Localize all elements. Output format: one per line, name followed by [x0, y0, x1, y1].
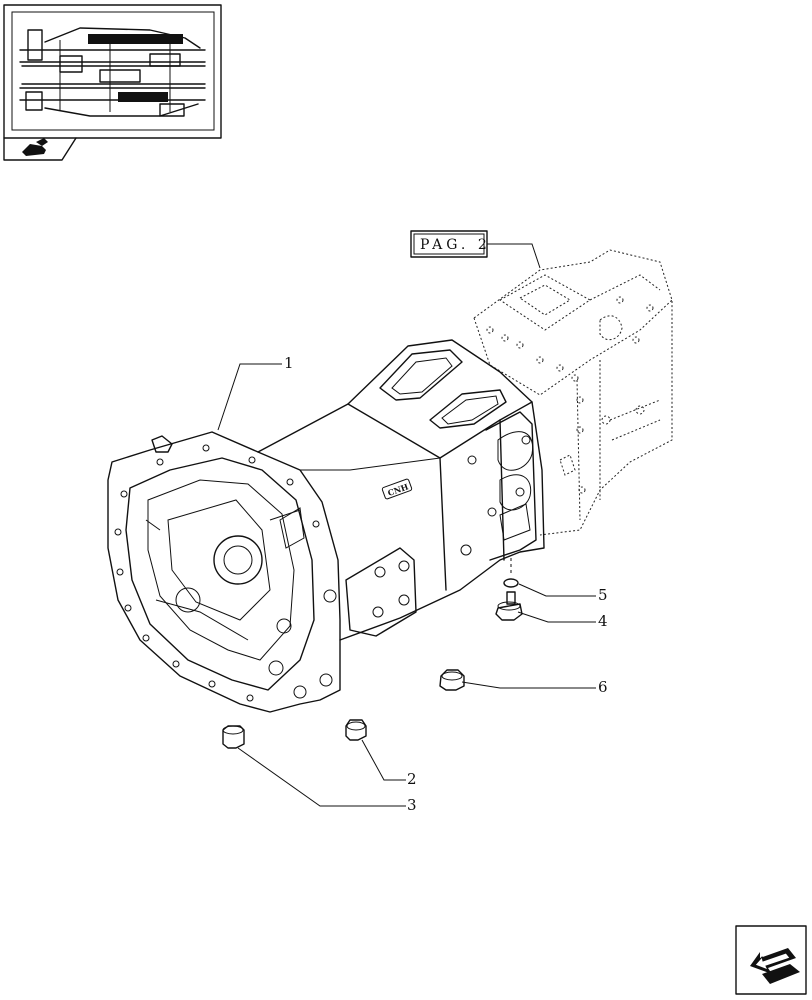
- callout-2: 2: [407, 770, 417, 788]
- part-2-plug[interactable]: [345, 719, 367, 741]
- part-5-oring[interactable]: [503, 558, 519, 588]
- callout-1: 1: [284, 354, 294, 372]
- adjacent-housing-outline: [473, 249, 673, 536]
- cnh-marking-text: CNH: [386, 481, 410, 498]
- part-6-cap[interactable]: [439, 669, 465, 691]
- flange-bolt-holes: [114, 444, 320, 702]
- callout-5: 5: [598, 586, 608, 604]
- transmission-section-thumbnail-icon[interactable]: [3, 4, 222, 139]
- part-3-bush[interactable]: [222, 725, 245, 749]
- transmission-housing: CNH: [107, 339, 545, 713]
- part-4-drain-plug[interactable]: [495, 591, 523, 621]
- callout-labels: 1 2 3 4 5 6: [284, 354, 608, 814]
- callout-4: 4: [598, 612, 608, 630]
- callout-6: 6: [598, 678, 608, 696]
- tractor-symbol-icon: [3, 137, 77, 161]
- page-reference-box[interactable]: PAG. 2: [410, 230, 541, 269]
- page-reference-label: PAG. 2: [420, 237, 491, 253]
- callout-3: 3: [407, 796, 417, 814]
- next-page-arrow-icon[interactable]: [735, 925, 807, 995]
- leader-lines: [217, 363, 596, 807]
- cnh-marking-plate: [381, 478, 413, 500]
